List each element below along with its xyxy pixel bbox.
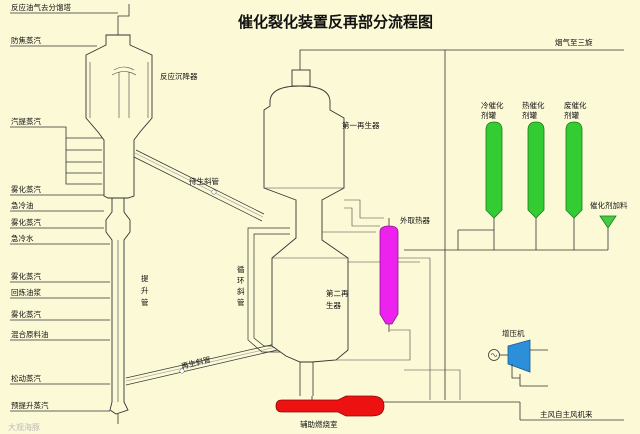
label-fractionator: 反应油气去分馏塔 (11, 2, 71, 12)
booster-compressor (488, 339, 548, 387)
label-second-regen-2: 生器 (326, 300, 341, 310)
catalyst-tank-hot (527, 121, 545, 250)
label-regen-pipe: 再生斜管 (180, 354, 212, 371)
label-recycle-pipe-3: 斜 (237, 286, 245, 296)
diagram-title: 催化裂化装置反再部分流程图 (238, 13, 433, 31)
catalyst-header-line (404, 228, 609, 251)
catalyst-tank-cold (485, 121, 503, 250)
label-first-regen: 第一再生器 (342, 120, 380, 130)
label-atomizing-steam-4: 雾化蒸汽 (11, 309, 41, 319)
label-booster: 增压机 (502, 328, 525, 338)
riser-pipe (105, 197, 131, 424)
label-flue-gas: 烟气至三旋 (555, 37, 593, 47)
label-hot-tank-2: 剂罐 (522, 110, 537, 120)
label-hot-tank-1: 热催化 (522, 100, 545, 110)
label-aux-furnace: 辅助燃烧室 (300, 419, 338, 429)
regen-connection-lines (322, 199, 461, 400)
catalyst-feeder (599, 215, 617, 229)
watermark-text: 大观海豚 (8, 422, 40, 432)
label-waste-tank-1: 废催化 (564, 100, 587, 110)
label-riser-3: 管 (141, 297, 149, 307)
label-recycle-slurry: 回炼油浆 (11, 287, 41, 297)
label-recycle-pipe-2: 环 (237, 276, 245, 285)
recycle-pipe (247, 227, 290, 353)
label-main-air: 主风自主风机来 (540, 409, 593, 419)
label-waste-tank-2: 剂罐 (564, 110, 579, 120)
catalyst-tank-waste (565, 121, 583, 250)
label-cold-tank-1: 冷催化 (481, 100, 504, 110)
label-recycle-pipe-4: 管 (237, 297, 245, 307)
feed-lines (10, 194, 110, 412)
stripping-steam-lines (10, 126, 102, 185)
reactor-outlet-pipe (10, 4, 130, 40)
label-catalyst-feeder: 催化剂加料 (590, 200, 628, 210)
aux-furnace (275, 395, 385, 417)
label-quench-oil: 急冷油 (11, 200, 34, 210)
spent-catalyst-pipe (133, 149, 265, 222)
label-mixed-feed: 混合原料油 (11, 329, 49, 339)
label-cold-tank-2: 剂罐 (481, 110, 496, 120)
label-recycle-pipe-1: 循 (237, 264, 245, 274)
label-loosening-steam: 松动蒸汽 (11, 373, 41, 383)
label-spent-pipe: 待生斜管 (189, 176, 219, 186)
label-second-regen-1: 第二再 (326, 288, 349, 298)
label-prelift-steam: 预提升蒸汽 (11, 400, 49, 410)
flue-gas-line (299, 49, 624, 400)
regenerator (263, 69, 349, 396)
settler-cyclones (89, 62, 149, 118)
label-riser-1: 提 (141, 273, 149, 283)
label-anticoke-steam: 防焦蒸汽 (11, 35, 41, 45)
label-external-heater: 外取热器 (400, 215, 430, 225)
label-riser-2: 升 (141, 286, 149, 295)
label-stripping-steam: 汽提蒸汽 (11, 116, 41, 126)
label-atomizing-steam-1: 雾化蒸汽 (11, 184, 41, 194)
label-atomizing-steam-2: 雾化蒸汽 (11, 217, 41, 227)
label-quench-water: 急冷水 (11, 233, 34, 243)
external-heater (379, 218, 399, 332)
label-settler: 反应沉降器 (160, 71, 198, 81)
label-atomizing-steam-3: 雾化蒸汽 (11, 271, 41, 281)
